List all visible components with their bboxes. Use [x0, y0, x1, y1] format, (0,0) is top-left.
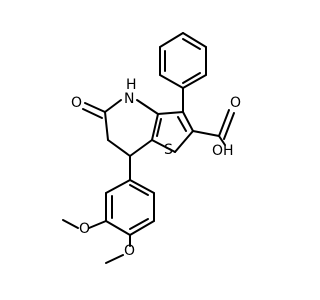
phenyl-ring: [159, 32, 207, 89]
dimethoxyphenyl-ring: [105, 179, 155, 236]
ketone-oxygen-label: O: [71, 95, 82, 111]
nh-hydrogen-label: H: [126, 77, 137, 93]
thiophene-ring: [151, 111, 194, 153]
carboxylic-acid-group: [192, 109, 235, 146]
methoxy-oxygen-upper-label: O: [79, 221, 90, 237]
ketone-group: [82, 102, 106, 119]
methoxy-group-lower: [105, 234, 131, 264]
nitrogen-label: N: [124, 91, 134, 107]
methoxy-group-upper: [62, 219, 107, 229]
sulfur-label: S: [164, 142, 173, 158]
molecule-structure: N H O S O OH O O: [62, 32, 241, 264]
lactam-ring: [104, 99, 159, 157]
acid-hydroxyl-label: OH: [212, 143, 234, 159]
acid-carbonyl-oxygen-label: O: [230, 95, 241, 111]
methoxy-oxygen-lower-label: O: [124, 243, 135, 259]
